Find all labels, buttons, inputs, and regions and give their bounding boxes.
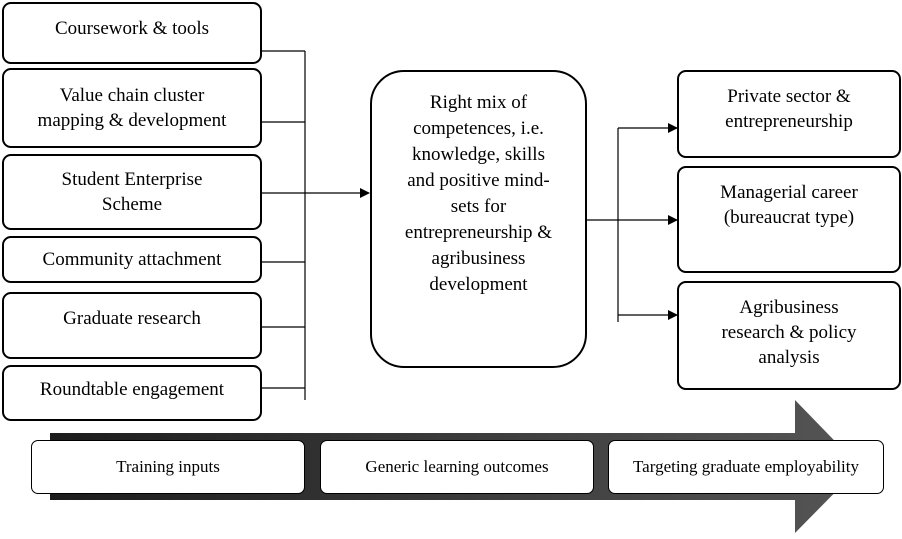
outcome-box: Right mix of competences, i.e. knowledge…: [370, 70, 587, 368]
input-label: Student Enterprise Scheme: [61, 169, 203, 215]
career-box-agribusiness-research: Agribusiness research & policy analysis: [677, 281, 901, 390]
input-label: Graduate research: [63, 308, 201, 329]
stage-learning-outcomes: Generic learning outcomes: [320, 440, 594, 494]
input-box-roundtable: Roundtable engagement: [2, 365, 262, 421]
input-label: Coursework & tools: [54, 18, 210, 39]
input-box-student-enterprise: Student Enterprise Scheme: [2, 154, 262, 230]
input-box-coursework: Coursework & tools: [2, 2, 262, 64]
input-box-graduate-research: Graduate research: [2, 292, 262, 359]
stage-training-inputs: Training inputs: [31, 440, 305, 494]
stage-label: Generic learning outcomes: [365, 457, 549, 476]
stage-label: Targeting graduate employability: [632, 457, 860, 476]
input-label: Value chain cluster mapping & developmen…: [37, 85, 227, 131]
stage-graduate-employability: Targeting graduate employability: [608, 440, 884, 494]
career-box-private-sector: Private sector & entrepreneurship: [677, 70, 901, 158]
input-box-value-chain: Value chain cluster mapping & developmen…: [2, 68, 262, 148]
career-label: Private sector & entrepreneurship: [725, 86, 853, 132]
career-label: Managerial career (bureaucrat type): [720, 182, 858, 228]
input-label: Community attachment: [42, 249, 222, 270]
input-label: Roundtable engagement: [39, 379, 225, 400]
career-box-managerial: Managerial career (bureaucrat type): [677, 166, 901, 273]
input-box-community-attachment: Community attachment: [2, 236, 262, 283]
career-label: Agribusiness research & policy analysis: [721, 297, 857, 368]
outcome-label: Right mix of competences, i.e. knowledge…: [404, 92, 553, 295]
stage-label: Training inputs: [116, 457, 220, 476]
